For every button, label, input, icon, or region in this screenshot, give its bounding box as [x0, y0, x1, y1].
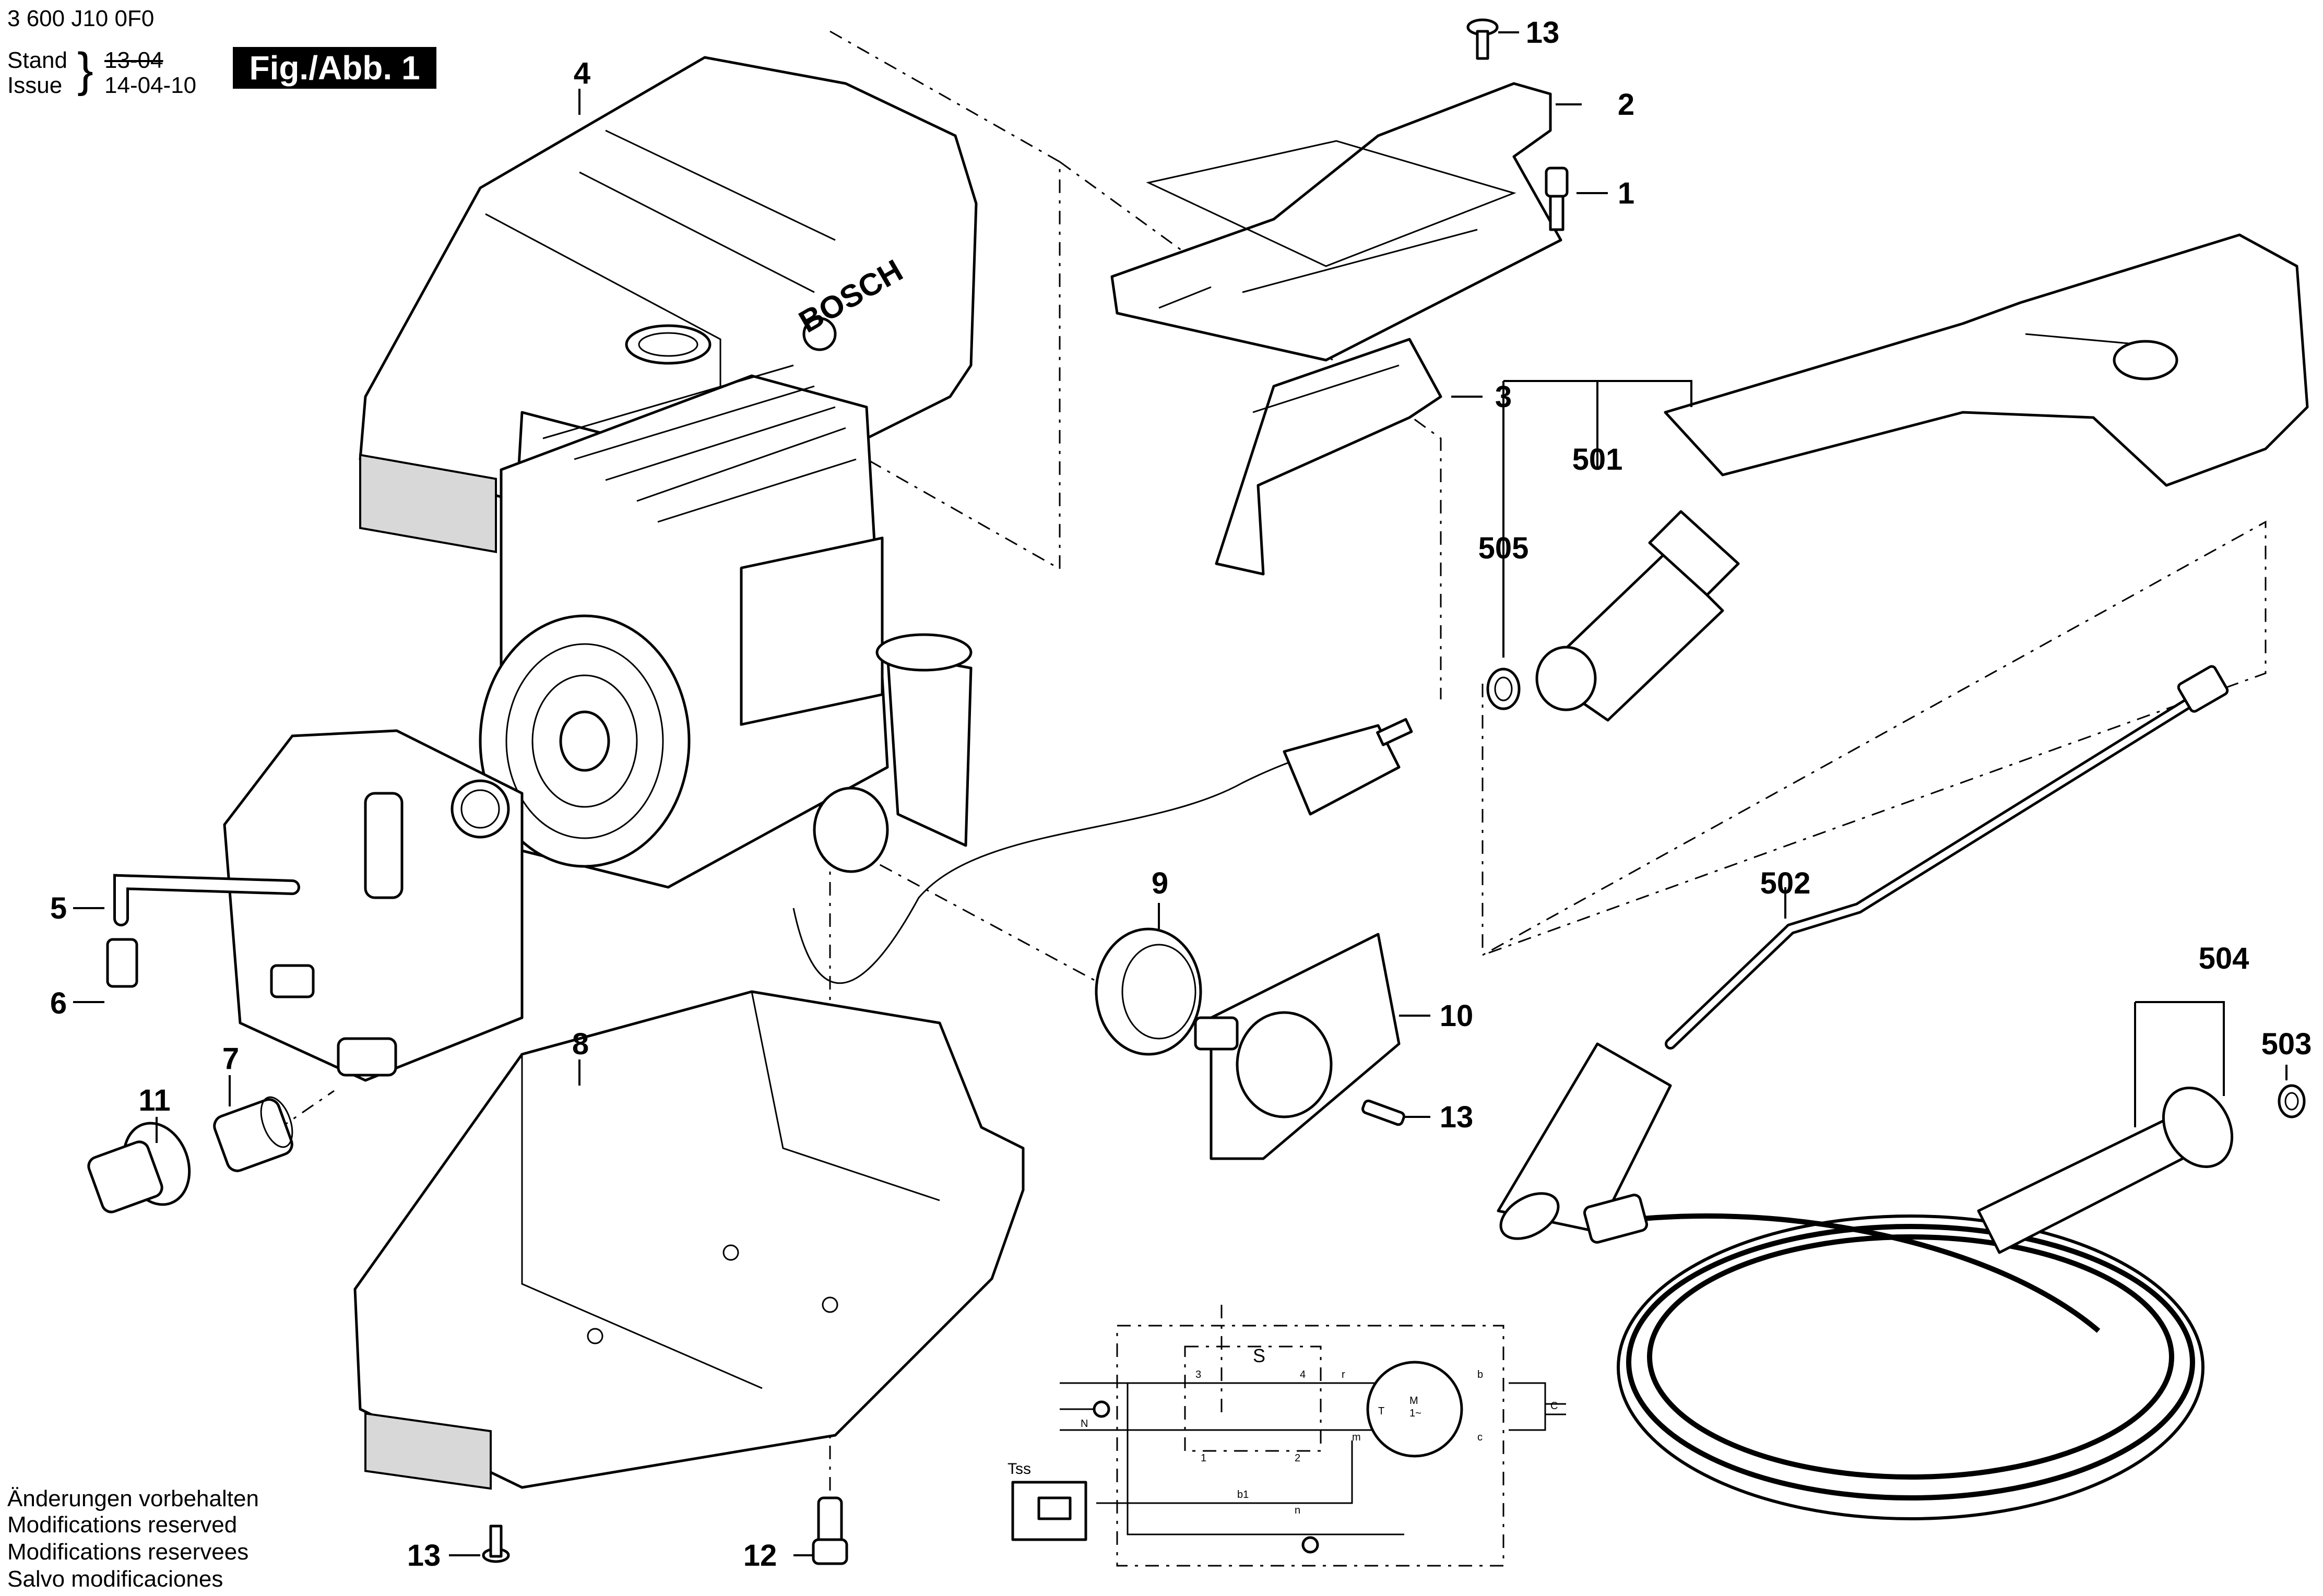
spray-gun-part-501 [1535, 233, 2309, 722]
stand-value: 13-04 [104, 47, 163, 73]
part-label-13a: 13 [1526, 16, 1560, 50]
schematic-wire-r: r [1342, 1369, 1345, 1380]
part-label-2: 2 [1618, 88, 1634, 122]
part-label-12: 12 [743, 1539, 777, 1573]
schematic-switch-label: S [1253, 1345, 1265, 1366]
part-label-8: 8 [572, 1027, 589, 1061]
pump [223, 729, 524, 1082]
wiring-schematic: S Tss 1 2 3 4 N b c r m b1 n M 1~ C T [1008, 1305, 1566, 1567]
schematic-wire-n: n [1295, 1505, 1300, 1516]
part-label-7: 7 [222, 1042, 239, 1076]
footer-line-1: Änderungen vorbehalten [7, 1486, 259, 1511]
schematic-motor-phase: 1~ [1409, 1408, 1421, 1419]
doc-number: 3 600 J10 0F0 [7, 6, 155, 31]
hose-part-5 [113, 874, 300, 926]
schematic-wire-c: c [1477, 1432, 1483, 1443]
water-inlet-part-11 [87, 1122, 191, 1213]
power-cable [792, 718, 1413, 984]
top-housing: BOSCH [359, 56, 978, 553]
seal-part-505 [1486, 668, 1521, 710]
part-label-4: 4 [574, 56, 590, 90]
lance-part-502 [1497, 665, 2229, 1240]
cover-part-10 [1194, 933, 1401, 1160]
part-label-503: 503 [2261, 1027, 2312, 1061]
hose-part-504 [1583, 1087, 2234, 1520]
part-label-501: 501 [1572, 443, 1623, 477]
schematic-thermal-switch-label: Tss [1008, 1460, 1031, 1478]
part-label-5: 5 [50, 891, 67, 925]
screw-part-13-top [1466, 18, 1499, 60]
part-label-505: 505 [1478, 531, 1529, 565]
part-label-13b: 13 [1440, 1100, 1474, 1134]
part-label-9: 9 [1152, 866, 1168, 900]
stand-label: Stand [7, 47, 67, 73]
schematic-thermal-label: T [1378, 1406, 1384, 1417]
screw-part-1 [1545, 166, 1569, 231]
schematic-wire-b: b [1477, 1369, 1483, 1380]
part-label-1: 1 [1618, 176, 1634, 210]
coupling-part-7 [213, 1096, 293, 1172]
issue-value: 14-04-10 [104, 73, 197, 98]
part-label-3: 3 [1495, 380, 1512, 414]
figure-label: Fig./Abb. 1 [233, 47, 436, 89]
handle [1110, 82, 1562, 362]
motor [479, 364, 973, 889]
part-label-11: 11 [138, 1083, 170, 1117]
footer-line-4: Salvo modificaciones [7, 1566, 223, 1592]
part-label-13c: 13 [407, 1539, 441, 1573]
footer-line-2: Modifications reserved [7, 1512, 238, 1538]
schematic-terminal-4: 4 [1300, 1369, 1306, 1380]
part-label-502: 502 [1760, 866, 1811, 900]
footer-line-3: Modifications reservees [7, 1539, 249, 1565]
handle-bracket [1215, 338, 1442, 576]
base-housing [353, 990, 1025, 1490]
schematic-terminal-1: 1 [1201, 1452, 1206, 1464]
schematic-terminal-2: 2 [1295, 1452, 1300, 1464]
part-label-6: 6 [50, 986, 67, 1020]
brace-icon: } [77, 43, 93, 97]
fitting-part-6 [106, 938, 138, 988]
leader-lines [73, 31, 2288, 1556]
part-label-504: 504 [2199, 942, 2249, 975]
seal-part-503 [2278, 1084, 2306, 1118]
schematic-motor-label: M [1409, 1395, 1418, 1407]
schematic-terminal-3: 3 [1195, 1369, 1201, 1380]
screw-part-13-cover [1361, 1099, 1405, 1126]
cap-part-9 [1095, 927, 1202, 1056]
schematic-capacitor-label: C [1550, 1400, 1558, 1412]
schematic-wire-m: m [1352, 1432, 1361, 1443]
schematic-wire-b1: b1 [1237, 1489, 1249, 1500]
issue-label: Issue [7, 73, 63, 98]
screw-part-12 [812, 1496, 848, 1565]
part-label-10: 10 [1440, 999, 1474, 1033]
schematic-neutral-label: N [1081, 1418, 1088, 1430]
screw-part-13-bottom [482, 1524, 510, 1563]
